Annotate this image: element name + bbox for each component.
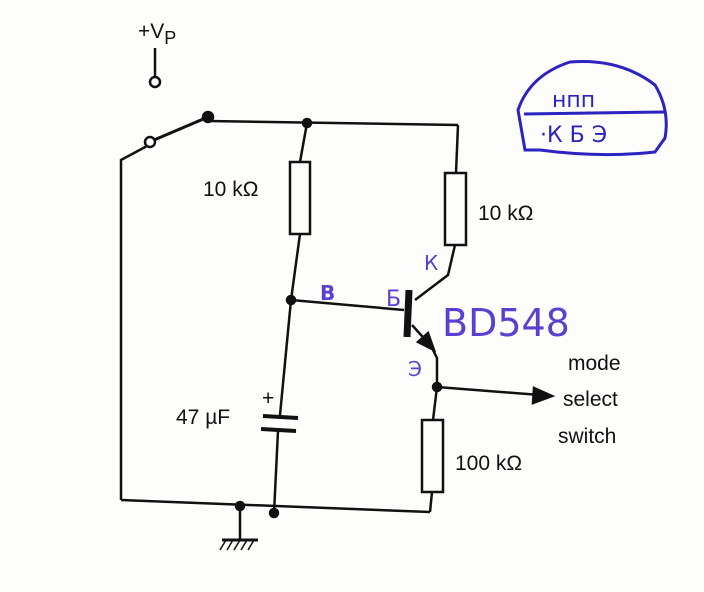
capacitor-lead [278,299,293,416]
pin-emitter-label: Э [408,357,422,381]
switch-lever [153,115,209,142]
supply-label: +VP [138,20,176,48]
capacitor-label: 47 µF [176,406,230,429]
collector-wire [414,244,457,301]
base-scribble: B [320,281,335,305]
stamp-bottom-text: ·К Б Э [540,123,607,148]
r1-label: 10 kΩ [203,178,258,201]
output-label-line1: mode [568,352,621,375]
top-rail [207,119,459,127]
supply-label-subscript: P [164,28,176,48]
capacitor-plate [260,427,297,433]
resistor-r2 [443,171,468,247]
r2-label: 10 kΩ [478,202,533,225]
resistor-r3 [420,418,445,494]
left-rail [119,144,148,500]
stamp-outline [516,60,668,157]
r3-label: 100 kΩ [455,452,522,475]
supply-terminal [148,75,162,89]
emitter-arrow-icon [415,330,437,353]
capacitor-plate [262,414,299,420]
emitter-wire [430,347,439,421]
part-number-handwritten: BD548 [442,301,570,345]
pin-base-label: Б [386,287,401,312]
r1-lead [289,233,302,301]
output-wire [436,385,541,397]
base-wire [290,298,405,312]
output-label-line3: switch [558,425,616,448]
r2-lead [454,124,460,174]
stamp: нпп ·К Б Э [516,60,668,157]
resistor-r1 [288,160,312,236]
stamp-top-text: нпп [552,88,595,113]
r1-lead [298,122,309,163]
supply-label-main: +V [138,20,164,43]
capacitor-polarity: + [262,387,274,410]
stamp-divider [523,110,666,116]
output-label-line2: select [563,388,618,411]
switch-contact [143,135,157,149]
capacitor-lead [272,430,280,514]
transistor-base-bar [403,289,413,338]
output-arrow-icon [531,386,556,405]
pin-collector-label: К [424,251,438,275]
r3-lead [428,491,434,513]
ground-icon [219,539,255,551]
